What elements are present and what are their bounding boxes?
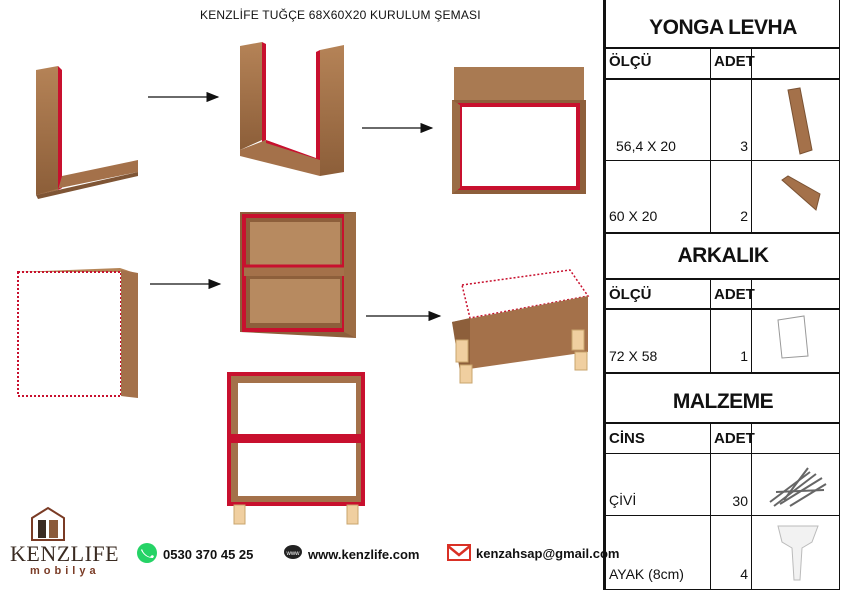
foot-leg-icon	[777, 525, 819, 581]
whatsapp-icon	[137, 543, 157, 563]
arkalik-row1-adet: 1	[740, 348, 748, 364]
arkalik-row1-olcu: 72 X 58	[609, 348, 658, 364]
logo-name: KENZLIFE	[10, 541, 120, 566]
gmail-icon	[447, 544, 471, 561]
back-panel-icon	[777, 315, 809, 359]
long-panel-icon	[787, 87, 813, 155]
short-panel-icon	[781, 175, 821, 211]
malzeme-row2-cins: AYAK (8cm)	[609, 566, 684, 582]
step5-shelf-unit	[240, 212, 356, 338]
yonga-row2-olcu: 60 X 20	[609, 208, 658, 224]
malzeme-row1-cins: ÇİVİ	[609, 492, 637, 508]
arkalik-heading: ARKALIK	[677, 244, 770, 267]
phone-number: 0530 370 45 25	[163, 547, 254, 562]
page-title: KENZLİFE TUĞÇE 68X60X20 KURULUM ŞEMASI	[200, 8, 481, 22]
nails-icon	[769, 467, 827, 507]
step7-final-unit	[227, 372, 365, 525]
logo-subtitle: mobilya	[30, 565, 100, 577]
yonga-row1-adet: 3	[740, 138, 748, 154]
yonga-row1-olcu: 56,4 X 20	[616, 138, 676, 154]
step2-u-shape	[240, 42, 344, 176]
step6-lying-unit	[452, 269, 590, 384]
website: www.kenzlife.com	[308, 547, 420, 562]
yonga-col-olcu: ÖLÇÜ	[609, 53, 652, 70]
step1-l-shape	[36, 66, 138, 199]
yonga-row2-adet: 2	[740, 208, 748, 224]
malzeme-row1-adet: 30	[732, 493, 748, 509]
step3-box	[452, 67, 586, 194]
parts-table: YONGA LEVHA ÖLÇÜ ADET 56,4 X 20 3 60 X 2…	[603, 0, 840, 590]
arkalik-col-adet: ADET	[714, 286, 755, 303]
yonga-heading: YONGA LEVHA	[649, 16, 797, 39]
malzeme-col-adet: ADET	[714, 430, 755, 447]
malzeme-col-cins: CİNS	[609, 430, 645, 447]
arkalik-col-olcu: ÖLÇÜ	[609, 286, 652, 303]
svg-text:www: www	[286, 551, 301, 557]
step4-back-panel	[17, 268, 138, 398]
malzeme-row2-adet: 4	[740, 566, 748, 582]
yonga-col-adet: ADET	[714, 53, 755, 70]
kenzlife-logo-icon	[31, 506, 65, 541]
malzeme-heading: MALZEME	[672, 390, 774, 413]
web-icon: www	[284, 545, 302, 559]
assembly-diagram: www	[17, 42, 590, 563]
email: kenzahsap@gmail.com	[476, 546, 620, 561]
